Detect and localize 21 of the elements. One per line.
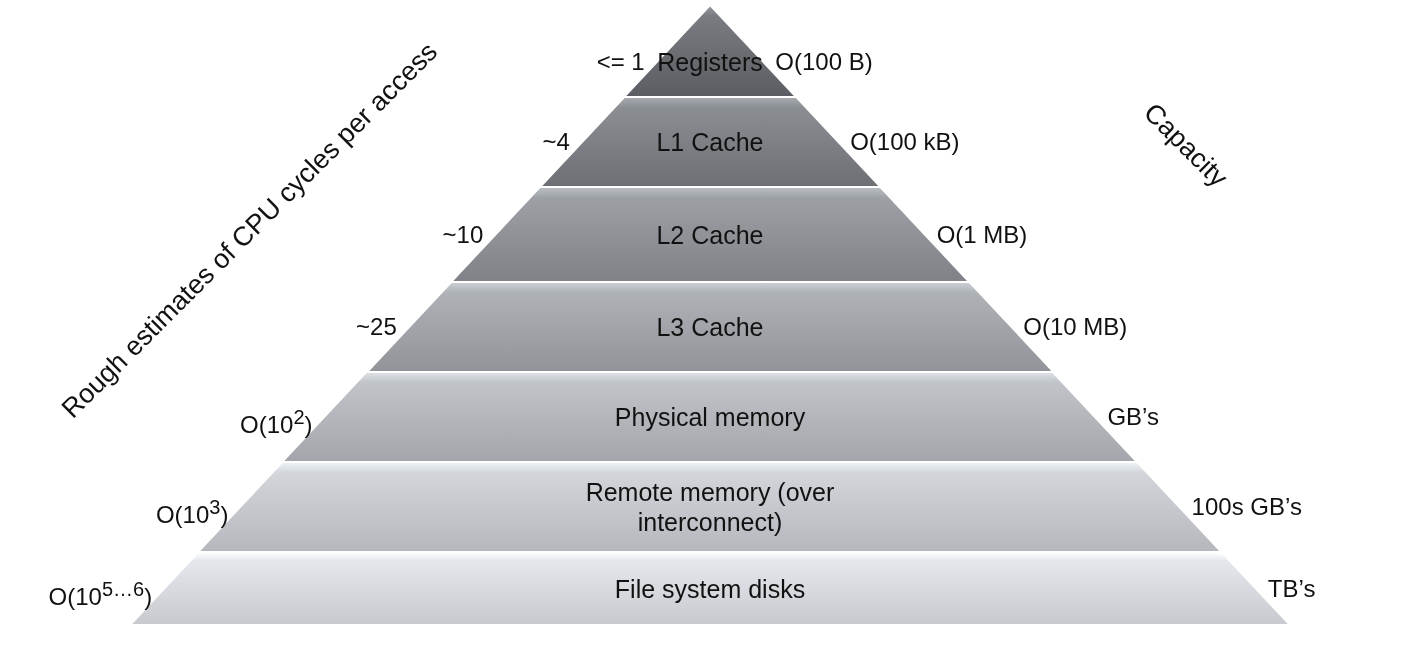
latency-label: O(10$^{5…6}$) bbox=[48, 576, 153, 612]
capacity-label: O(100 kB) bbox=[850, 127, 960, 157]
tier-label: Physical memory bbox=[613, 402, 807, 432]
latency-label: ~25 bbox=[356, 312, 397, 342]
latency-label: O(10$^{2}$) bbox=[240, 405, 313, 440]
tier-label: File system disks bbox=[613, 573, 807, 604]
capacity-label: O(1 MB) bbox=[936, 219, 1028, 250]
capacity-label: 100s GB’s bbox=[1191, 492, 1302, 522]
latency-label: O(10$^{3}$) bbox=[155, 495, 229, 530]
latency-label: ~10 bbox=[442, 219, 484, 250]
tier-label: Registers bbox=[656, 47, 764, 77]
capacity-label: O(10 MB) bbox=[1023, 312, 1128, 342]
capacity-label: O(100 B) bbox=[775, 47, 873, 77]
capacity-label: GB’s bbox=[1107, 402, 1159, 432]
tier-label: Remote memory (over interconnect) bbox=[584, 477, 836, 537]
latency-label: <= 1 bbox=[596, 47, 645, 77]
latency-label: ~4 bbox=[542, 127, 570, 157]
tier-label: L1 Cache bbox=[655, 127, 765, 157]
tier-label: L2 Cache bbox=[655, 219, 765, 250]
capacity-label: TB’s bbox=[1267, 573, 1316, 604]
tier-label: L3 Cache bbox=[655, 312, 765, 342]
